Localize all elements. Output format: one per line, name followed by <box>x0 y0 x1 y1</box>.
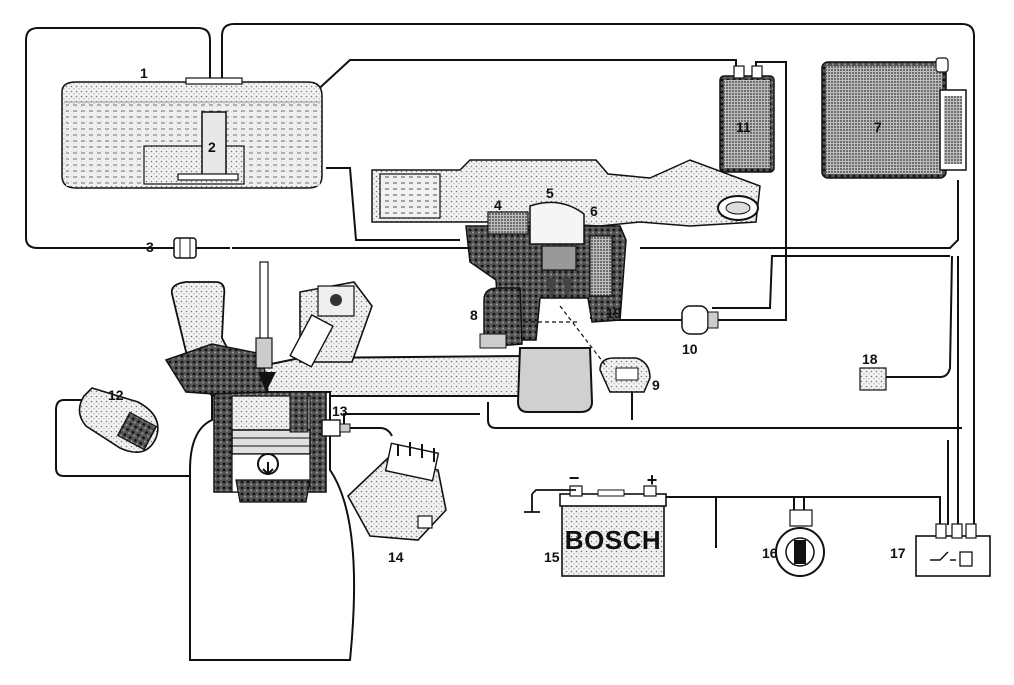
callout-9: 9 <box>652 377 660 393</box>
ignition-switch <box>775 509 825 577</box>
fuel-filter <box>173 237 197 259</box>
fuel-accumulator <box>719 65 775 173</box>
battery: BOSCH − + <box>524 468 667 577</box>
callout-1: 1 <box>140 65 148 81</box>
callout-19: 19 <box>606 305 622 321</box>
callout-11: 11 <box>736 119 751 135</box>
throttle-linkage <box>524 305 607 367</box>
air-intake-housing <box>371 159 761 227</box>
callout-4: 4 <box>494 197 502 213</box>
callout-7: 7 <box>874 119 882 135</box>
thermo-time-switch <box>681 305 719 335</box>
electronic-control-unit <box>821 57 967 179</box>
callout-8: 8 <box>470 307 478 323</box>
callout-13: 13 <box>332 403 348 419</box>
callout-6: 6 <box>590 203 598 219</box>
battery-brand-label: BOSCH <box>565 525 661 555</box>
fuel-pump <box>177 111 239 181</box>
temperature-sensor <box>321 419 351 437</box>
callout-15: 15 <box>544 549 560 565</box>
callout-10: 10 <box>682 341 698 357</box>
air-temperature-sensor <box>859 367 887 391</box>
ignition-distributor <box>347 442 447 541</box>
callout-14: 14 <box>388 549 404 565</box>
callout-3: 3 <box>146 239 154 255</box>
callout-17: 17 <box>890 545 906 561</box>
callout-labels: 1 2 3 4 5 6 7 8 9 10 11 12 13 14 15 16 1… <box>108 65 906 565</box>
pressure-sensor <box>599 357 651 393</box>
ignition-coil <box>78 387 159 454</box>
battery-positive-sign: + <box>647 470 658 490</box>
callout-2: 2 <box>208 139 216 155</box>
callout-12: 12 <box>108 387 124 403</box>
wiring-lines <box>25 23 975 548</box>
auxiliary-air-device <box>479 287 523 349</box>
battery-negative-sign: − <box>569 468 580 488</box>
callout-16: 16 <box>762 545 778 561</box>
fuel-tank <box>61 77 323 189</box>
callout-5: 5 <box>546 185 554 201</box>
relay <box>915 523 991 577</box>
callout-18: 18 <box>862 351 878 367</box>
cylinder-head <box>164 261 373 433</box>
